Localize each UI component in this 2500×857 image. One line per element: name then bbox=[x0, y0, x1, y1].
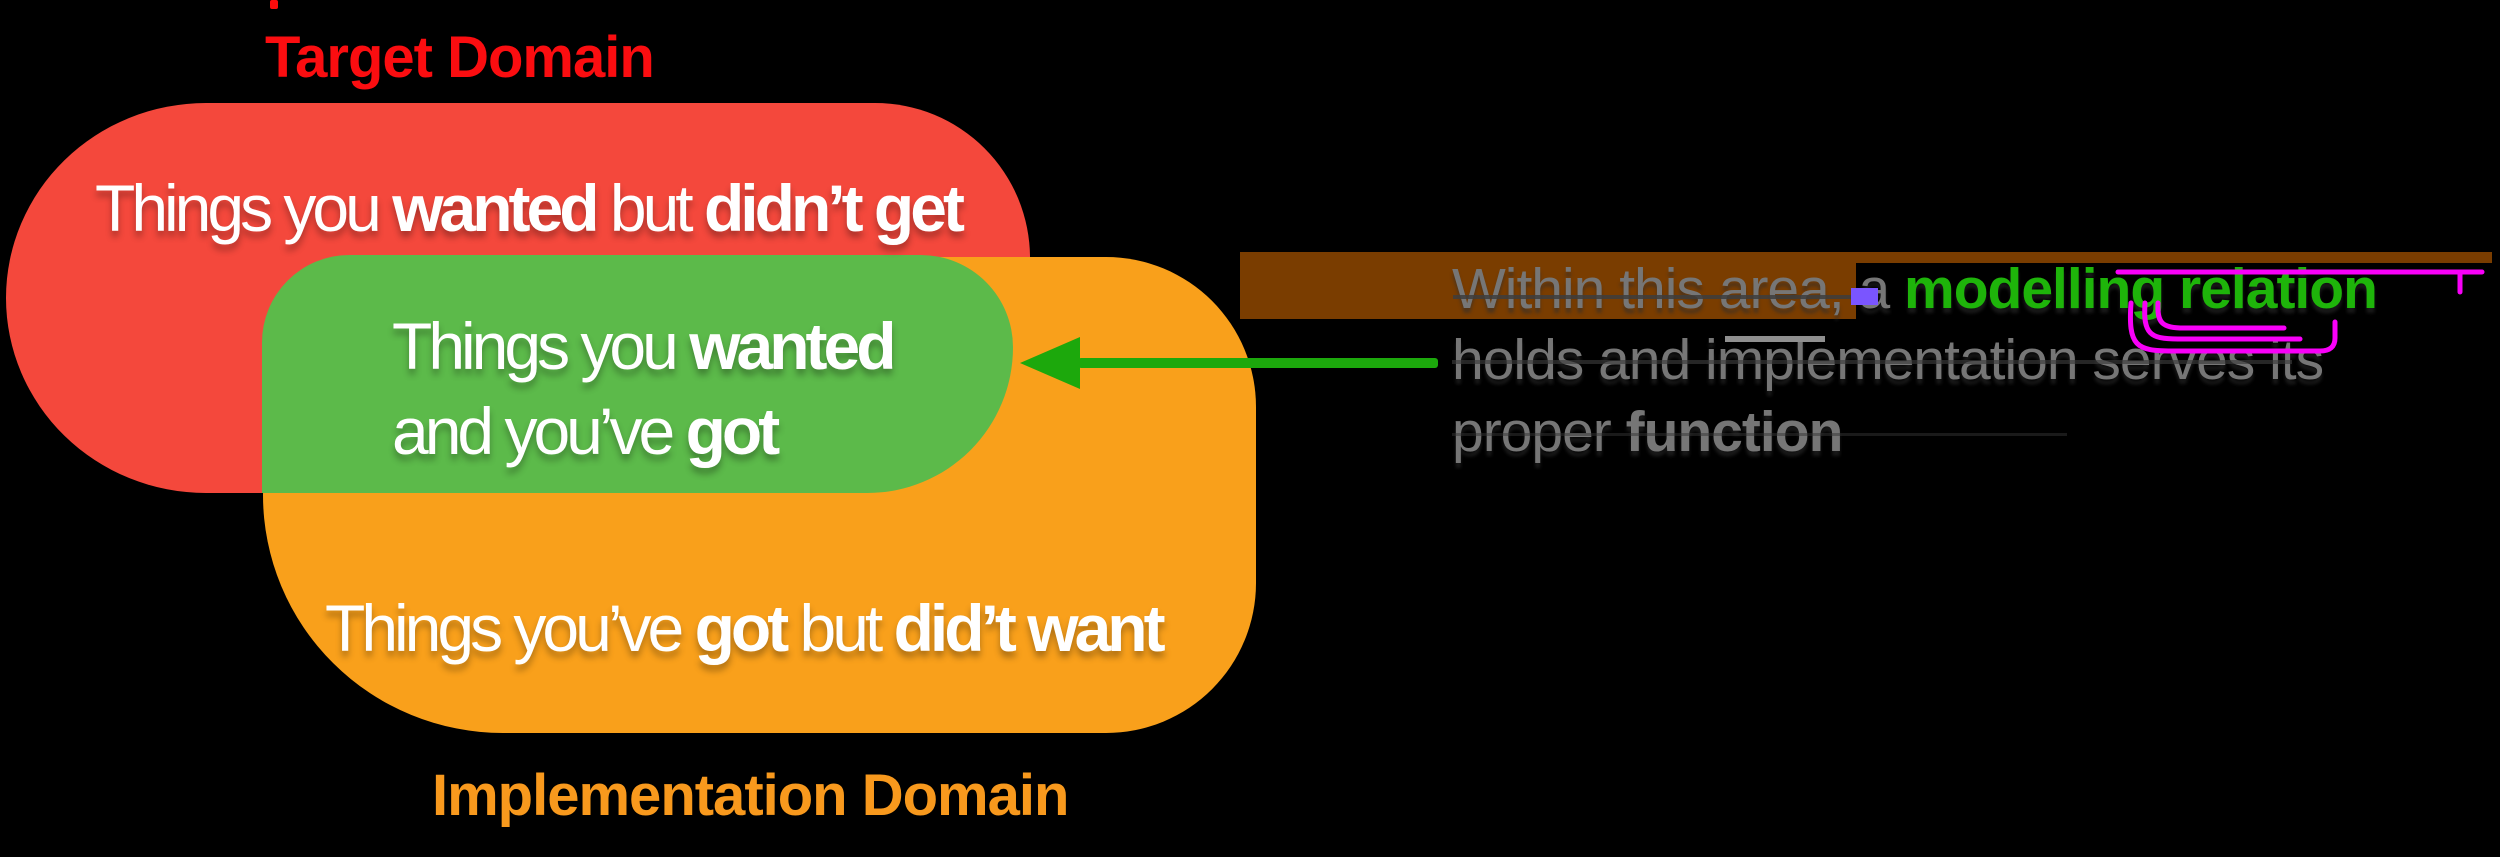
caption-text: Things you bbox=[95, 171, 393, 245]
implementation-domain-label: Implementation Domain bbox=[432, 763, 1069, 828]
brown-band-thin bbox=[1856, 252, 2492, 263]
note-text-bold: function bbox=[1625, 400, 1844, 464]
caption-text: Things you bbox=[392, 309, 690, 383]
caption-text-bold: wanted bbox=[392, 171, 599, 245]
note-text: proper bbox=[1452, 400, 1626, 464]
overline-artifact bbox=[1725, 336, 1825, 342]
caption-text-bold: wanted bbox=[689, 309, 896, 383]
intersection-region-caption: Things you wanted and you’ve got bbox=[392, 304, 897, 474]
note-text: Within this area, a bbox=[1452, 257, 1905, 321]
note-line-1: Within this area, a modelling relation bbox=[1452, 261, 2378, 318]
caption-text: and you’ve bbox=[392, 394, 686, 468]
caption-text-bold: didn’t get bbox=[703, 171, 965, 245]
strikethrough-artifact bbox=[1453, 295, 1853, 299]
strikethrough-artifact bbox=[1452, 433, 2067, 436]
implementation-region-caption: Things you’ve got but did’t want bbox=[325, 586, 1166, 671]
note-line-3: proper function bbox=[1452, 404, 1843, 461]
caption-line: Things you wanted bbox=[392, 309, 897, 383]
strikethrough-artifact bbox=[1452, 360, 2292, 364]
caption-text-bold: got bbox=[694, 591, 790, 665]
brown-band-thick bbox=[1240, 252, 1856, 319]
target-domain-label: Target Domain bbox=[265, 25, 655, 90]
caption-text: Things you’ve bbox=[325, 591, 695, 665]
target-region-caption: Things you wanted but didn’t get bbox=[95, 166, 965, 251]
red-speck-artifact bbox=[270, 0, 278, 9]
purple-dash-artifact bbox=[1851, 288, 1878, 305]
caption-text-bold: did’t want bbox=[893, 591, 1166, 665]
caption-text: but bbox=[785, 591, 894, 665]
intersection-region bbox=[262, 255, 1013, 493]
caption-line: and you’ve got bbox=[392, 394, 781, 468]
caption-text-bold: got bbox=[685, 394, 781, 468]
caption-text: but bbox=[595, 171, 704, 245]
note-text-green-bold: modelling relation bbox=[1904, 257, 2378, 321]
